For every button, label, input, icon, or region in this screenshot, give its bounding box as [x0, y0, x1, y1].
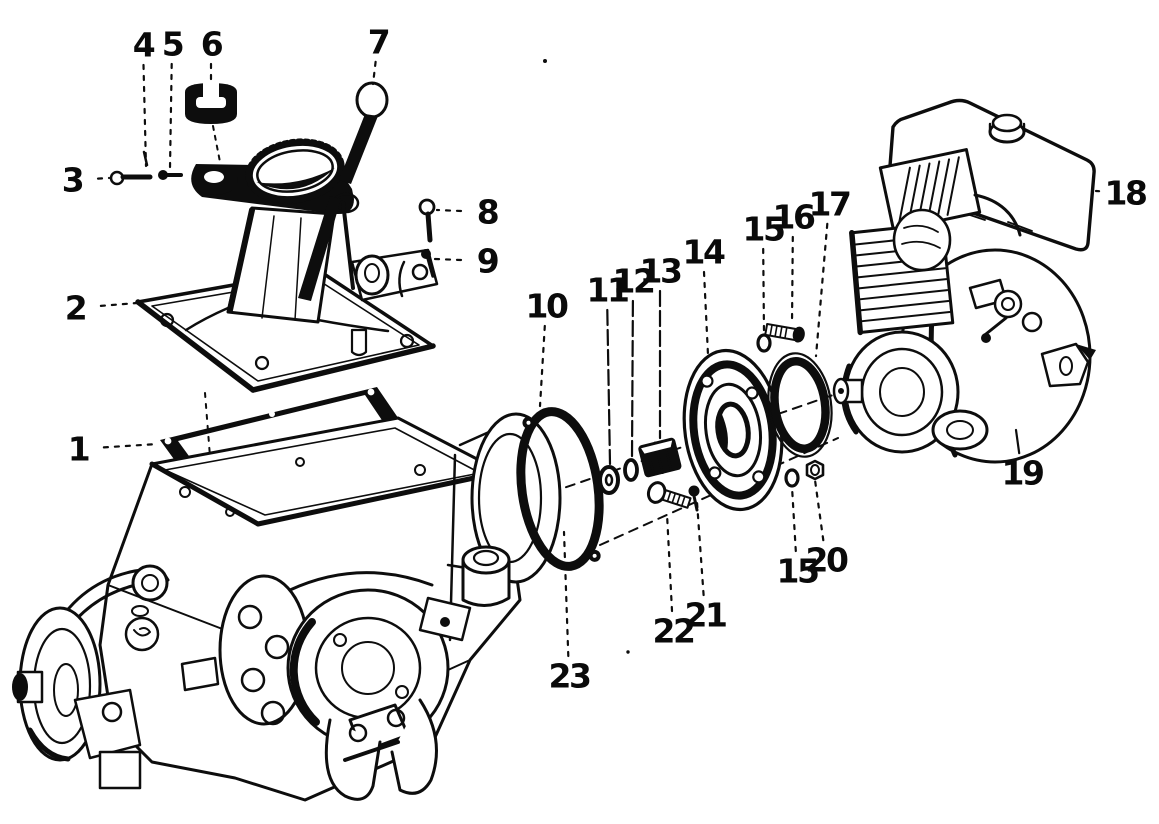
callout-label-12-11: 12	[613, 262, 654, 301]
callout-label-15-19: 15	[777, 552, 818, 591]
callout-label-4-3: 4	[133, 26, 155, 65]
callout-label-6-5: 6	[201, 25, 223, 64]
bearing-flange-part-14	[682, 348, 784, 512]
leader-line-3-2	[96, 176, 111, 180]
callout-label-15-14: 15	[743, 210, 784, 249]
ring-part-12	[623, 458, 639, 482]
callout-label-22-22: 22	[653, 612, 694, 651]
leader-line-7-6	[371, 60, 377, 86]
callout-label-23-23: 23	[549, 657, 590, 696]
leader-line-16-15	[790, 235, 794, 326]
shift-lever	[298, 81, 389, 301]
clutch-drum	[286, 571, 450, 748]
callout-label-10-9: 10	[526, 287, 568, 326]
callout-label-5-4: 5	[162, 25, 183, 64]
callout-label-2-1: 2	[65, 289, 86, 328]
leader-line-22-22	[665, 512, 674, 613]
callout-label-14-13: 14	[683, 233, 725, 272]
leader-line-23-23	[562, 530, 570, 658]
callout-label-19-18: 19	[1002, 454, 1043, 493]
leader-line-10-9	[538, 324, 546, 408]
leader-line-1-0	[102, 442, 160, 449]
bolt-part-16	[764, 322, 805, 343]
washer-part-15-lower	[784, 468, 800, 488]
bell-gasket-ring	[516, 407, 604, 571]
washer-part-11	[598, 465, 620, 495]
side-bracket	[350, 198, 439, 302]
nut-part-20	[805, 459, 825, 481]
bolt-part-22	[646, 481, 692, 509]
shifter-assembly	[109, 81, 439, 393]
leader-line-15-19	[790, 485, 797, 553]
callout-label-18-17: 18	[1105, 174, 1146, 213]
seal-ring-part-17	[767, 352, 833, 458]
leader-line-15-14	[762, 247, 766, 336]
leader-line-21-21	[695, 500, 705, 597]
callout-label-13-12: 13	[640, 252, 681, 291]
clutch-parts	[598, 322, 833, 512]
universal-joint-yoke	[324, 698, 438, 801]
leader-line-2-1	[99, 301, 139, 307]
callout-label-11-10: 11	[587, 271, 628, 310]
leader-line-19-18	[1014, 428, 1021, 455]
engine-block	[832, 148, 1096, 464]
small-fasteners-left	[109, 150, 183, 186]
leader-line-17-16	[814, 222, 829, 358]
transmission-case	[12, 412, 562, 802]
callout-label-7-6: 7	[368, 23, 389, 62]
callout-label-1-0: 1	[68, 430, 89, 469]
leader-line-5-4	[168, 62, 173, 170]
leader-line-12-11	[630, 299, 635, 460]
front-bearing-plate	[218, 574, 310, 726]
callout-label-3-2: 3	[62, 161, 83, 200]
washer-part-15-upper	[756, 333, 772, 353]
leader-line-8-7	[435, 208, 463, 213]
callout-label-21-21: 21	[685, 596, 726, 635]
leader-line-11-10	[606, 308, 612, 466]
callout-label-8-7: 8	[477, 193, 498, 232]
leader-line-14-13	[702, 270, 710, 357]
rubber-mount	[418, 545, 511, 642]
shift-tower-cap	[185, 83, 237, 124]
engine-assembly	[832, 98, 1096, 464]
leader-line-20-20	[813, 478, 825, 542]
callout-label-16-15: 16	[773, 198, 815, 237]
leader-line-9-8	[433, 257, 463, 262]
coupling-part-13	[638, 437, 682, 478]
shift-sector-gear	[191, 138, 360, 215]
callout-label-17-16: 17	[809, 185, 850, 224]
callout-label-20-20: 20	[806, 541, 848, 580]
callout-label-9-8: 9	[477, 242, 498, 281]
